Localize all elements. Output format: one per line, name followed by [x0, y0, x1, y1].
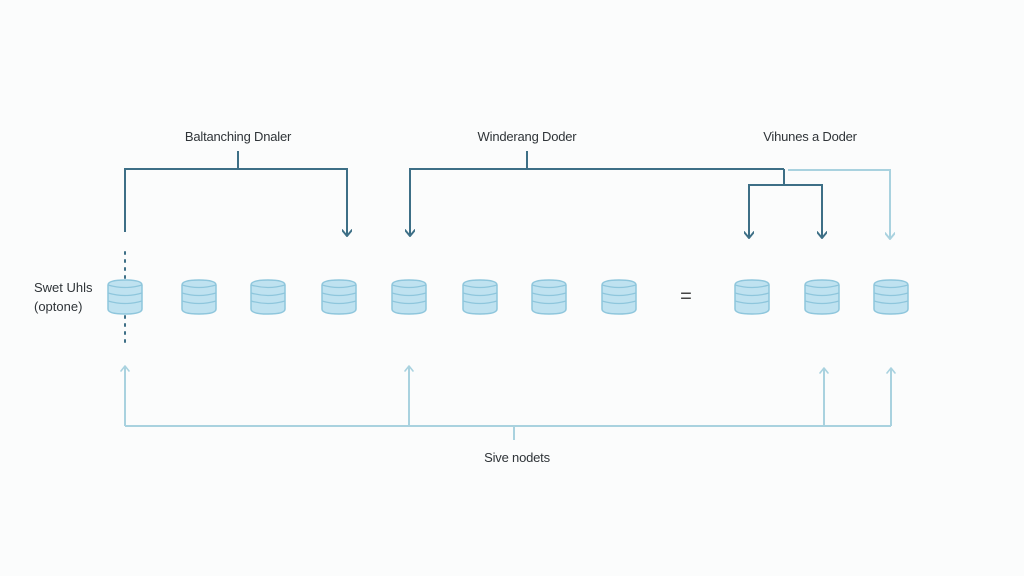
- bottom-label: Sive nodets: [484, 450, 550, 465]
- right-group-arrow-c: [788, 169, 890, 239]
- side-label-line1: Swet Uhls: [34, 280, 93, 295]
- group-label-middle: Winderang Doder: [477, 129, 577, 144]
- right-group-arrow-a: [749, 184, 822, 238]
- left-group-crossbar: [124, 168, 347, 236]
- left-group-bracket: [124, 151, 347, 236]
- database-node-icon: [390, 278, 428, 316]
- database-node-icon: [249, 278, 287, 316]
- middle-group-left-arrow: [410, 168, 784, 236]
- group-label-right: Vihunes a Doder: [763, 129, 857, 144]
- bottom-bus: [120, 365, 896, 440]
- right-group-arrow-b: [784, 184, 822, 238]
- side-label-line2: (optone): [34, 299, 83, 314]
- right-group-bracket: [749, 169, 890, 239]
- database-node-icon: [600, 278, 638, 316]
- middle-group-bracket: [410, 151, 784, 236]
- database-node-icon: [872, 278, 910, 316]
- database-node-icon: [106, 278, 144, 316]
- database-node-icon: [320, 278, 358, 316]
- database-node-icon: [733, 278, 771, 316]
- database-node-icon: [461, 278, 499, 316]
- separator-symbol: =: [680, 285, 692, 308]
- database-node-icon: [530, 278, 568, 316]
- database-node-icon: [803, 278, 841, 316]
- side-label: Swet Uhls (optone): [34, 278, 93, 316]
- group-label-left: Baltanching Dnaler: [184, 129, 292, 144]
- database-node-icon: [180, 278, 218, 316]
